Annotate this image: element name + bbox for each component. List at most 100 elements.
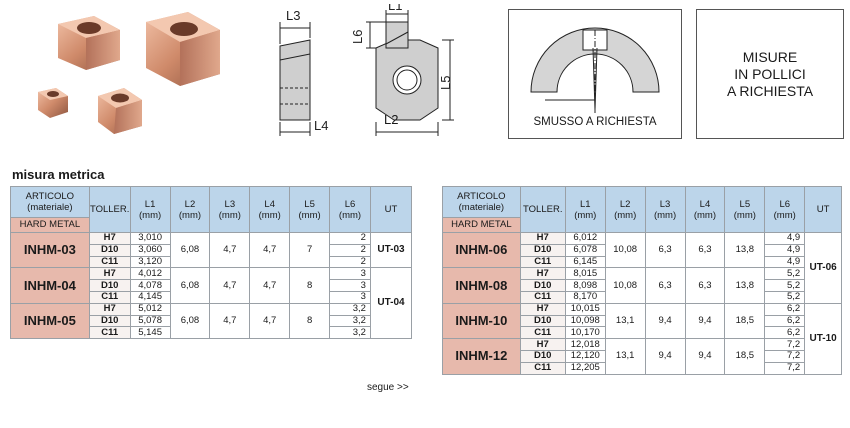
chamfer-diagram (530, 27, 660, 114)
l5-cell: 8 (289, 302, 331, 340)
l6-cell: 5,2 (764, 267, 806, 281)
l5-cell: 18,5 (724, 302, 766, 340)
tolerance-cell: D10 (519, 279, 566, 292)
l4-cell: 6,3 (684, 267, 726, 304)
header-l5: L5 (mm) (289, 186, 331, 233)
header-hard-metal: HARD METAL (442, 217, 521, 233)
l1-cell: 3,010 (129, 232, 171, 245)
spec-table-right: ARTICOLO (materiale) TOLLER. L1 (mm) L2 … (442, 186, 842, 375)
l6-cell: 3 (329, 267, 371, 281)
l6-cell: 3,2 (329, 326, 371, 340)
ut-cell: UT-10 (804, 302, 842, 375)
l5-cell: 13,8 (724, 231, 766, 269)
l6-cell: 3 (329, 279, 371, 292)
tolerance-cell: H7 (88, 302, 131, 316)
dim-label-l2-text: L2 (384, 112, 399, 127)
l2-cell: 10,08 (604, 267, 646, 304)
article-code-cell: INHM-06 (442, 231, 521, 269)
l1-cell: 12,205 (564, 361, 606, 375)
l6-cell: 2 (329, 255, 371, 269)
l5-cell: 8 (289, 267, 331, 304)
l6-cell: 5,2 (764, 290, 806, 304)
l1-cell: 12,120 (564, 349, 606, 363)
l1-cell: 5,012 (129, 302, 171, 316)
section-title: misura metrica (12, 167, 105, 182)
l2-cell: 6,08 (169, 302, 211, 340)
article-code-cell: INHM-03 (10, 231, 90, 269)
tolerance-cell: H7 (519, 232, 566, 245)
l4-cell: 4,7 (249, 267, 291, 304)
header-ut: UT (804, 186, 842, 233)
article-code-cell: INHM-08 (442, 267, 521, 304)
l6-cell: 6,2 (764, 302, 806, 316)
l1-cell: 4,012 (129, 267, 171, 281)
product-photo (38, 12, 220, 134)
ut-cell: UT-03 (369, 231, 413, 269)
article-code-cell: INHM-04 (10, 267, 90, 304)
header-l4: L4 (mm) (684, 186, 726, 233)
l4-cell: 4,7 (249, 231, 291, 269)
header-l6: L6 (mm) (764, 186, 806, 233)
l1-cell: 6,012 (564, 232, 606, 245)
l2-cell: 13,1 (604, 338, 646, 375)
header-l2: L2 (mm) (604, 186, 646, 233)
l4-cell: 9,4 (684, 302, 726, 340)
tolerance-cell: D10 (519, 243, 566, 257)
smusso-box: SMUSSO A RICHIESTA (508, 9, 682, 139)
tolerance-cell: C11 (88, 290, 131, 304)
tolerance-cell: H7 (88, 232, 131, 245)
bushing-icon (98, 88, 142, 134)
l2-cell: 10,08 (604, 231, 646, 269)
ut-cell: UT-04 (369, 267, 413, 340)
l4-cell: 6,3 (684, 231, 726, 269)
l1-cell: 4,145 (129, 290, 171, 304)
l3-cell: 4,7 (209, 231, 251, 269)
l1-cell: 5,078 (129, 314, 171, 328)
tolerance-cell: D10 (88, 314, 131, 328)
l5-cell: 7 (289, 231, 331, 269)
l1-cell: 10,098 (564, 314, 606, 328)
header-toller: TOLLER. (88, 186, 131, 233)
header-l3: L3 (mm) (209, 186, 251, 233)
dim-label-l1: L1 (388, 4, 402, 13)
header-articolo: ARTICOLO (materiale) (10, 186, 90, 218)
l1-cell: 8,170 (564, 290, 606, 304)
header-l2: L2 (mm) (169, 186, 211, 233)
header-l4: L4 (mm) (249, 186, 291, 233)
header-ut: UT (369, 186, 413, 233)
tolerance-cell: D10 (88, 279, 131, 292)
l5-cell: 13,8 (724, 267, 766, 304)
l6-cell: 6,2 (764, 326, 806, 340)
header-hard-metal: HARD METAL (10, 217, 90, 233)
l4-cell: 9,4 (684, 338, 726, 375)
l6-cell: 7,2 (764, 349, 806, 363)
l6-cell: 7,2 (764, 338, 806, 351)
dim-label-l5: L5 (438, 76, 453, 90)
technical-drawing: L3 L4 L2 L1 L6 L5 (279, 4, 454, 136)
l1-cell: 4,078 (129, 279, 171, 292)
header-l6: L6 (mm) (329, 186, 371, 233)
l1-cell: 3,060 (129, 243, 171, 257)
l1-cell: 10,170 (564, 326, 606, 340)
tolerance-cell: D10 (519, 349, 566, 363)
l4-cell: 4,7 (249, 302, 291, 340)
article-code-cell: INHM-05 (10, 302, 90, 340)
header-l1: L1 (mm) (129, 186, 171, 233)
tolerance-cell: D10 (88, 243, 131, 257)
tolerance-cell: D10 (519, 314, 566, 328)
bushing-icon (146, 12, 220, 86)
ut-cell: UT-06 (804, 232, 842, 304)
l1-cell: 6,145 (564, 255, 606, 269)
l3-cell: 4,7 (209, 267, 251, 304)
header-l1: L1 (mm) (564, 186, 606, 233)
